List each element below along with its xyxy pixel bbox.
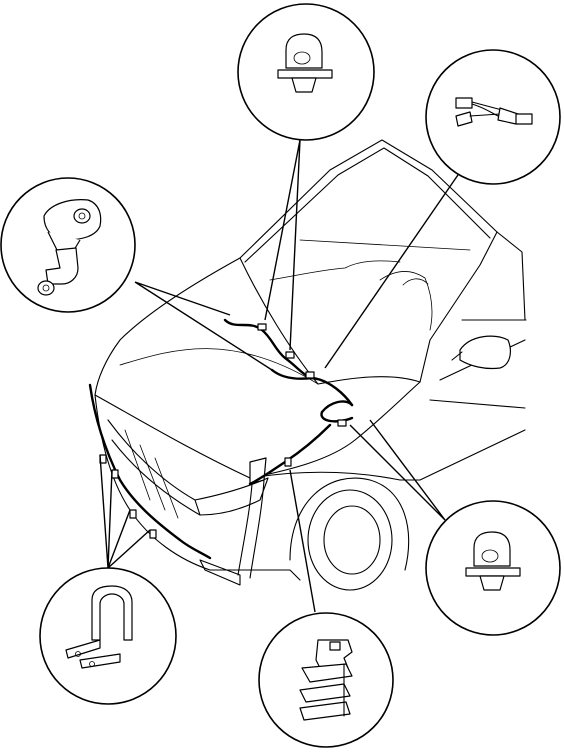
- hose-to-nozzle-left: [223, 318, 312, 380]
- front-tire: [307, 489, 393, 591]
- reservoir-body: [199, 559, 241, 586]
- hood-left-edge: [94, 257, 241, 396]
- headlight: [194, 477, 269, 516]
- hose-connector-icon: [455, 97, 533, 127]
- door-line: [429, 399, 526, 409]
- leader-washer-nozzle: [134, 281, 273, 371]
- leader-bracket-bottom: [289, 469, 316, 613]
- seat-back: [379, 271, 433, 331]
- leader-clip-top: [264, 139, 301, 351]
- clip-marker-4: [337, 419, 347, 427]
- fender-line: [249, 471, 421, 481]
- roof-line: [239, 139, 498, 259]
- leader-clamp-bottom: [99, 454, 151, 569]
- clip-marker-2: [285, 351, 295, 359]
- clip-marker-5: [284, 457, 292, 467]
- clip-marker-9: [149, 529, 157, 539]
- hose-front-run: [88, 383, 212, 560]
- grille-top: [107, 419, 196, 501]
- windshield-base: [317, 376, 421, 385]
- callout-clip-top: [237, 3, 375, 141]
- callout-circle: [425, 49, 561, 185]
- clip-marker-7: [111, 469, 119, 479]
- hose-clamp-icon: [65, 585, 133, 669]
- side-mirror: [459, 335, 511, 370]
- clip-marker-1: [257, 323, 267, 331]
- callout-bracket-bottom: [258, 612, 394, 748]
- callout-clip-right: [425, 500, 561, 636]
- a-pillar-right: [419, 231, 498, 383]
- wheel-arch: [289, 477, 410, 571]
- windshield-reflection: [299, 239, 471, 251]
- lower-bumper: [209, 569, 301, 581]
- hose-bracket-icon: [299, 639, 353, 721]
- clip-marker-3: [305, 371, 315, 379]
- hood-crease: [119, 348, 319, 385]
- windshield-left: [239, 257, 319, 385]
- dash-line: [269, 260, 401, 281]
- filler-neck-right: [249, 479, 265, 579]
- grille-mid: [111, 439, 201, 516]
- roof-inner: [244, 147, 491, 263]
- rocker-line: [419, 429, 526, 481]
- callout-circle: [39, 567, 177, 705]
- c-pillar: [496, 231, 526, 321]
- hood-front-edge: [94, 394, 251, 479]
- wiring-clip-icon: [277, 33, 333, 93]
- callout-clamp-bottom: [39, 567, 177, 705]
- wiring-clip-icon: [465, 531, 521, 591]
- clip-marker-8: [129, 509, 137, 519]
- mirror-stalk: [451, 351, 463, 361]
- hood-right-edge: [249, 381, 421, 479]
- grille-slats: [124, 429, 179, 519]
- washer-hose: [88, 318, 354, 560]
- filler-neck-left: [237, 483, 253, 576]
- leader-clip-right: [349, 419, 446, 521]
- washer-nozzle-icon: [37, 199, 102, 296]
- headrest: [402, 278, 429, 286]
- hose-loop: [320, 400, 354, 423]
- front-rim: [323, 505, 381, 575]
- leader-lines: [99, 139, 461, 613]
- callout-connector-top-right: [425, 49, 561, 185]
- callout-washer-nozzle: [0, 177, 136, 313]
- leader-connector-top-right: [324, 171, 461, 369]
